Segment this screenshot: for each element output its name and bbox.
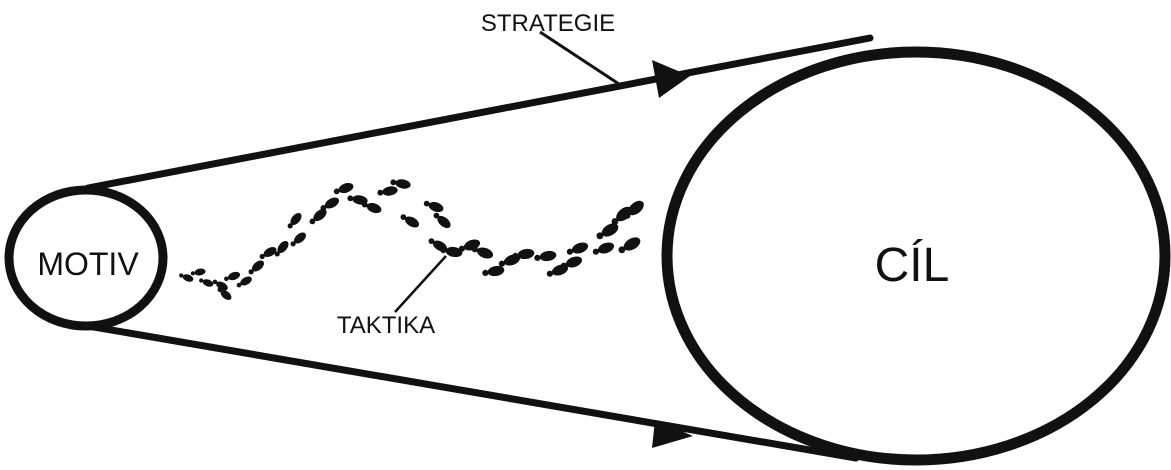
footprint — [293, 232, 307, 244]
footprint — [240, 276, 252, 286]
footprint — [263, 246, 277, 258]
footprint — [628, 200, 644, 216]
footprint — [277, 240, 289, 254]
footprint — [571, 242, 589, 254]
strategy-arrowhead-upper — [652, 60, 690, 98]
goal-label: CÍL — [875, 239, 950, 292]
tactics-label-pointer — [394, 255, 447, 313]
strategy-label-pointer — [539, 30, 623, 88]
footprint-heel — [287, 223, 293, 229]
footprint-heel — [512, 252, 519, 259]
footprint-heel — [217, 287, 223, 293]
footprint-heel — [224, 276, 229, 282]
footprint-heel — [592, 248, 600, 255]
footprint — [404, 216, 420, 228]
footprint-heel — [400, 214, 407, 221]
footprint-heel — [212, 279, 218, 285]
footprint-heel — [458, 245, 465, 252]
footprint-heel — [290, 241, 296, 247]
tactics-label: TAKTIKA — [337, 312, 435, 339]
footprint — [539, 250, 557, 262]
footprint-heel — [390, 179, 397, 186]
footprint — [476, 247, 494, 259]
footprint-heel — [259, 253, 265, 260]
footprint-heel — [596, 232, 604, 240]
footprint-heel — [320, 205, 327, 211]
motive-label: MOTIV — [37, 246, 139, 282]
footprint — [601, 223, 619, 237]
footprint-heel — [179, 273, 184, 278]
footprint-heel — [498, 260, 505, 267]
footprint — [202, 279, 214, 287]
footprint — [220, 290, 232, 300]
footprint-heel — [534, 254, 541, 261]
footprint — [194, 268, 206, 276]
footprint-heel — [199, 278, 204, 283]
footprint — [313, 208, 327, 222]
footprint — [597, 242, 615, 254]
footprint-heel — [347, 195, 354, 202]
footprint — [251, 260, 265, 272]
footprint-heel — [428, 238, 435, 245]
footprint-heel — [333, 188, 340, 195]
footprint-heel — [566, 248, 574, 255]
footprint-heel — [190, 271, 195, 276]
strategy-label: STRATEGIE — [481, 10, 615, 37]
footprint-heel — [361, 201, 368, 208]
motive-circle — [4, 185, 168, 331]
tactics-footprints — [179, 179, 644, 300]
footprint-heel — [377, 189, 384, 196]
strategy-arrowhead-lower — [652, 420, 693, 448]
footprint — [324, 197, 340, 209]
footprint-heel — [546, 270, 554, 277]
footprint — [182, 274, 194, 282]
footprint-heel — [433, 212, 440, 219]
footprint-heel — [482, 269, 489, 276]
footprint-heel — [623, 212, 631, 219]
footprint-heel — [248, 269, 254, 275]
footprint-heel — [440, 247, 447, 254]
footprint-heel — [423, 200, 430, 207]
strategy-line-upper — [84, 34, 874, 192]
footprint-heel — [274, 251, 280, 257]
footprint — [487, 265, 505, 277]
footprint-heel — [309, 218, 316, 225]
footprint-heel — [560, 262, 568, 269]
footprint — [565, 256, 583, 268]
footprint-heel — [611, 218, 619, 225]
footprint — [227, 271, 241, 281]
footprint — [382, 186, 398, 196]
footprint — [517, 248, 535, 260]
footprint — [623, 237, 641, 251]
footprint-heel — [236, 282, 242, 288]
goal-circle — [661, 46, 1171, 466]
footprint-heel — [618, 246, 626, 254]
strategy-line-lower — [84, 322, 860, 462]
footprint — [338, 182, 354, 194]
footprint — [437, 215, 451, 229]
footprint — [428, 201, 444, 213]
footprint — [290, 212, 302, 226]
footprint — [395, 179, 411, 189]
footprint — [366, 202, 382, 214]
footprint-heel — [471, 246, 478, 253]
footprint — [445, 246, 463, 258]
